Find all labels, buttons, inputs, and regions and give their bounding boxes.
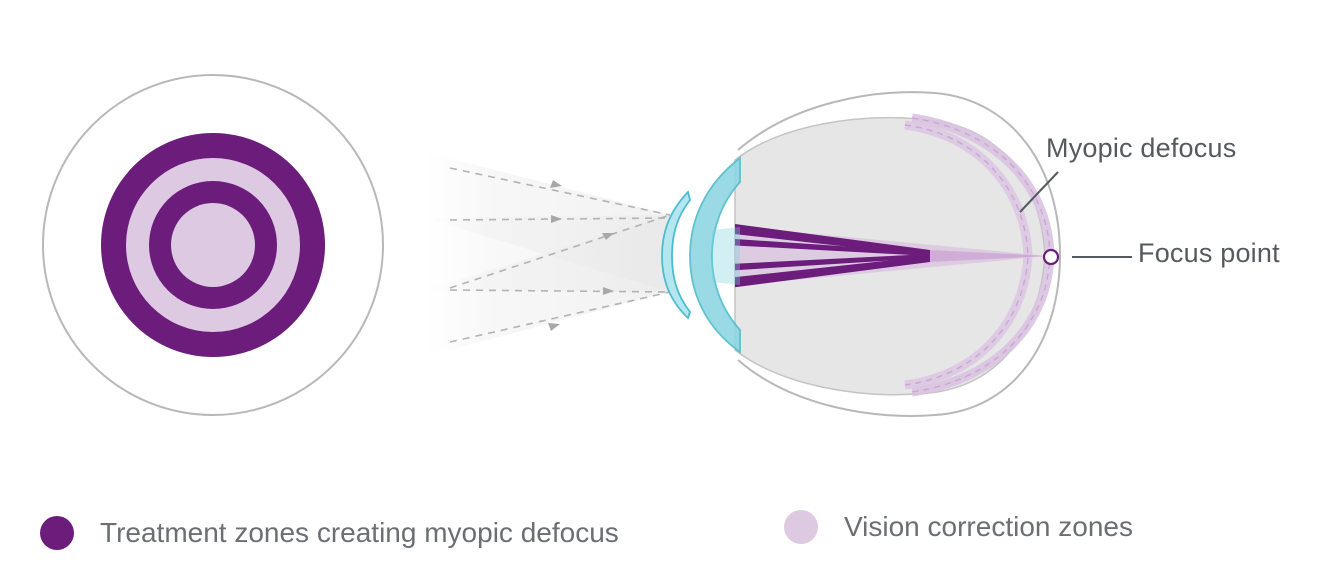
incoming-light [425,152,671,356]
light-beam-center [425,215,670,292]
legend-label-treatment: Treatment zones creating myopic defocus [100,517,619,548]
legend-label-vision: Vision correction zones [844,511,1133,542]
treatment-ray-lower-outer [735,256,930,293]
cornea [689,156,741,354]
treatment-ray-fade [930,250,1045,262]
ray-5 [449,291,671,343]
eye-cross-section [661,91,1062,417]
legend-item-treatment-zones: Treatment zones creating myopic defocus [40,516,619,550]
focus-point-marker [1042,248,1060,266]
arrowhead-4 [603,287,614,295]
legend-item-vision-correction-zones: Vision correction zones [784,510,1133,544]
arrowhead-5 [548,323,560,331]
myopic-defocus-leader-line [1019,171,1059,213]
treatment-ray-upper-inner [735,236,930,256]
legend-swatch-vision [784,510,818,544]
legend-swatch-treatment [40,516,74,550]
ray-4 [449,289,671,293]
treatment-ray-lower-inner [735,254,930,273]
arrowhead-3 [602,233,614,240]
sclera-outline [737,91,1062,417]
ray-arrowheads [548,180,614,331]
lens-front-view [42,74,384,416]
treatment-ray-upper-outer [735,218,930,256]
arrowhead-1 [550,180,562,188]
contact-lens [661,190,692,320]
arrowhead-2 [551,215,562,223]
light-inside-eye [735,218,1045,293]
cornea-overlay [712,227,740,285]
focus-point-label: Focus point [1138,238,1280,268]
vision-center-zone [171,203,255,287]
myopic-defocus-label: Myopic defocus [1046,133,1237,163]
ray-1 [449,167,671,216]
